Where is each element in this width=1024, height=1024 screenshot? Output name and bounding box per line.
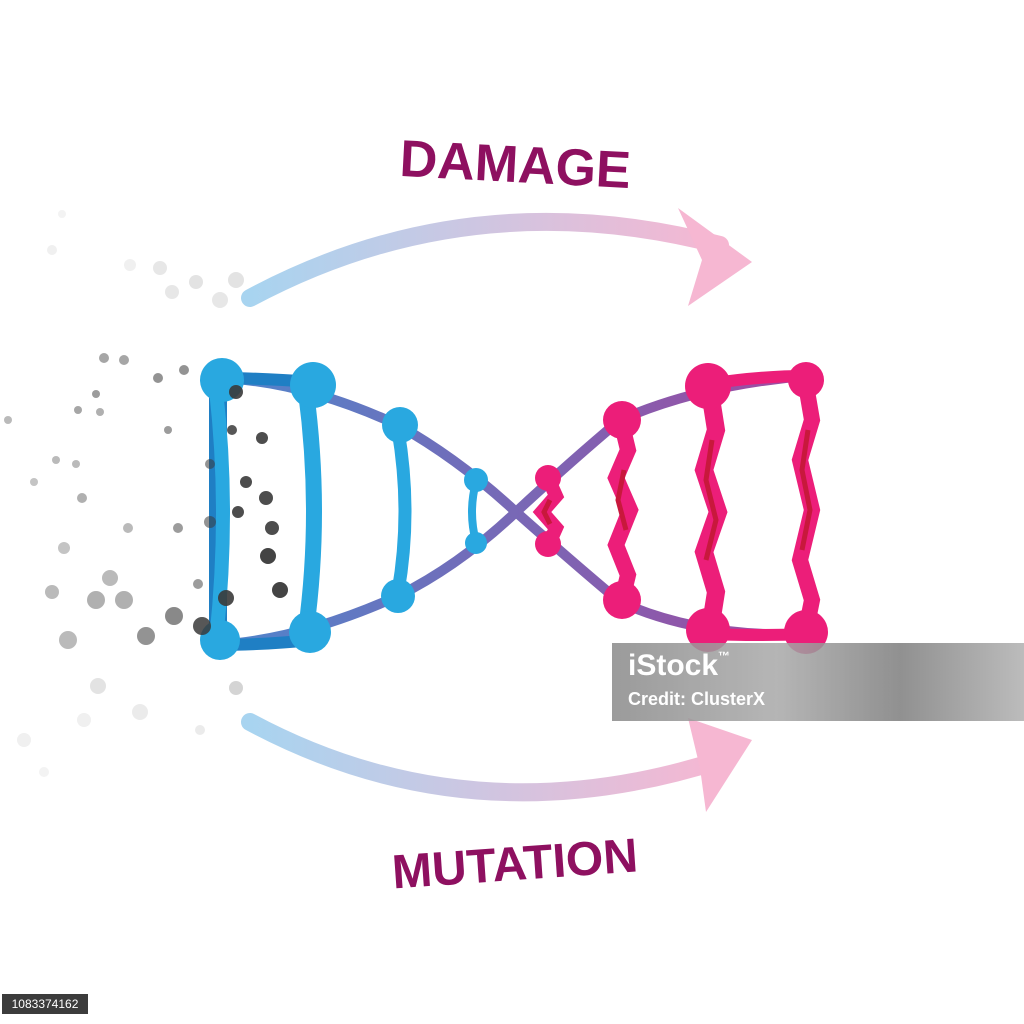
particle-dot (227, 425, 237, 435)
particle-dot (72, 460, 80, 468)
particle-dot (256, 432, 268, 444)
particle-dot (96, 408, 104, 416)
healthy-rung-1 (200, 358, 244, 660)
particle-dot (4, 416, 12, 424)
damaged-rung-3 (685, 363, 731, 652)
particle-dot (52, 456, 60, 464)
healthy-rung-3 (381, 407, 418, 613)
particle-dot (132, 704, 148, 720)
watermark-trademark: ™ (718, 649, 731, 663)
particle-dot (204, 516, 216, 528)
particle-dot (30, 478, 38, 486)
particle-dot (205, 459, 215, 469)
damaged-rung-2 (603, 401, 641, 619)
particle-dot (153, 261, 167, 275)
watermark-overlay: iStock™ Credit: ClusterX (612, 643, 1024, 721)
particle-dot (17, 733, 31, 747)
particle-dot (123, 523, 133, 533)
particle-dot (39, 767, 49, 777)
particle-dot (193, 579, 203, 589)
stock-id-badge: 1083374162 (2, 994, 88, 1014)
particle-dot (179, 365, 189, 375)
particle-dot (90, 678, 106, 694)
damage-label: DAMAGE (398, 130, 632, 200)
particle-dot (165, 285, 179, 299)
particle-dot (99, 353, 109, 363)
particle-dot (272, 582, 288, 598)
particle-dot (119, 355, 129, 365)
damaged-rung-4 (784, 362, 828, 654)
watermark-brand: iStock™ (628, 649, 730, 683)
particle-dot (173, 523, 183, 533)
particle-dot (240, 476, 252, 488)
particle-dot (58, 542, 70, 554)
healthy-rung-4 (464, 468, 488, 554)
particle-dot (153, 373, 163, 383)
particle-dot (115, 591, 133, 609)
particle-dot (87, 591, 105, 609)
particle-dot (229, 681, 243, 695)
healthy-rung-2 (289, 362, 336, 653)
particle-dot (92, 390, 100, 398)
watermark-credit: Credit: ClusterX (628, 689, 766, 709)
particle-dot (228, 272, 244, 288)
particle-dot (137, 627, 155, 645)
damaged-rung-1 (532, 465, 565, 557)
particle-dot (58, 210, 66, 218)
watermark-brand-text: iStock (628, 649, 719, 682)
particle-dot (102, 570, 118, 586)
damaged-dna-icon (532, 362, 828, 654)
bottom-curved-arrow-icon (241, 713, 752, 812)
particle-dot (77, 713, 91, 727)
particle-dot (164, 426, 172, 434)
particle-dot (212, 292, 228, 308)
particle-dot (47, 245, 57, 255)
particle-dot (165, 607, 183, 625)
particle-dot (229, 385, 243, 399)
particle-dot (195, 725, 205, 735)
particle-dot (74, 406, 82, 414)
particle-dot (124, 259, 136, 271)
mutation-label: MUTATION (390, 829, 639, 899)
particle-dot (59, 631, 77, 649)
particle-dot (259, 491, 273, 505)
particle-dot (265, 521, 279, 535)
particle-dot (232, 506, 244, 518)
particle-dot (218, 590, 234, 606)
particle-dot (77, 493, 87, 503)
healthy-dna-icon (200, 358, 488, 660)
top-curved-arrow-icon (241, 208, 752, 307)
particle-dot (189, 275, 203, 289)
scattered-particles-icon (4, 210, 288, 777)
particle-dot (45, 585, 59, 599)
particle-dot (193, 617, 211, 635)
particle-dot (260, 548, 276, 564)
